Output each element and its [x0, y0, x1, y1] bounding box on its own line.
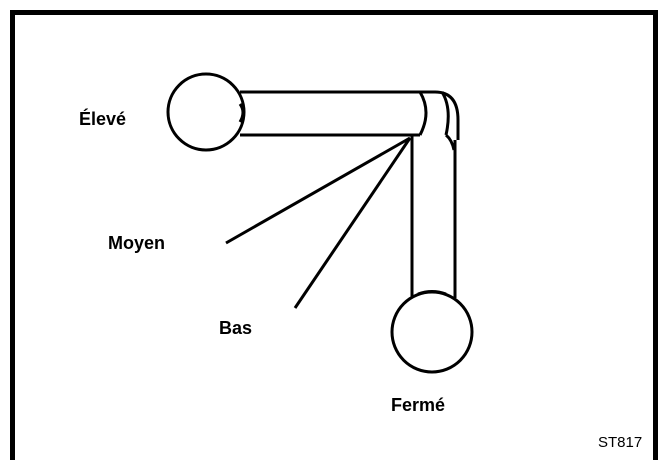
closed-knob	[390, 290, 474, 374]
medium-position-line	[225, 136, 411, 245]
raised-knob	[166, 72, 246, 152]
label-medium: Moyen	[108, 233, 165, 253]
label-low: Bas	[219, 318, 252, 338]
figure-frame	[10, 10, 658, 460]
figure-code: ST817	[598, 434, 642, 451]
vertical-arm	[410, 135, 457, 298]
low-position-line	[293, 137, 412, 309]
label-closed: Fermé	[391, 395, 445, 415]
label-raised: Élevé	[79, 108, 126, 129]
horizontal-arm	[240, 90, 420, 137]
pivot-elbow	[418, 90, 460, 151]
